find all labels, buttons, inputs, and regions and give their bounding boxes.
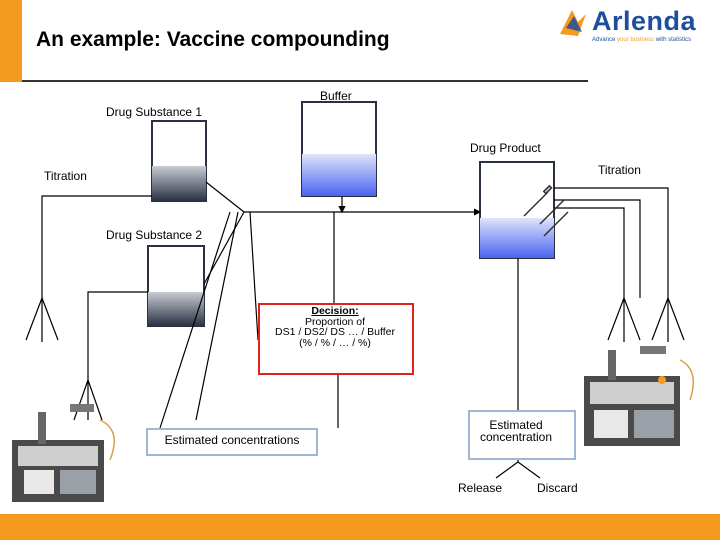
logo-wordmark: Arlenda: [592, 6, 697, 36]
syringe-icons: [523, 184, 569, 237]
slide-title: An example: Vaccine compounding: [36, 28, 390, 51]
estimated-concentrations-box: [146, 428, 318, 456]
accent-bar-left: [0, 0, 22, 82]
decision-line-1: Proportion of: [304, 315, 366, 328]
decision-line-2: DS1 / DS2/ DS … / Buffer: [274, 326, 396, 338]
title-divider: [22, 80, 588, 82]
label-titration-right: Titration: [598, 163, 641, 177]
lab-robot-left: [12, 404, 115, 502]
label-drug-substance-2: Drug Substance 2: [106, 228, 203, 242]
container-drug-substance-2: [147, 245, 205, 327]
decision-text: Decision: Proportion of DS1 / DS2/ DS … …: [258, 306, 412, 348]
label-discard: Discard: [537, 481, 578, 495]
label-drug-substance-1: Drug Substance 1: [106, 105, 203, 119]
container-drug-substance-1: [151, 120, 207, 202]
decision-box: [258, 303, 414, 375]
decision-line-3: (% / % / … / %): [299, 336, 371, 349]
logo-tagline-accent: your business: [617, 37, 655, 43]
container-drug-product: [479, 161, 555, 259]
label-buffer: Buffer: [320, 89, 352, 103]
flow-lines: [25, 181, 685, 479]
lab-robot-right: [584, 346, 695, 446]
label-estimated-concentration: Estimated concentration: [479, 418, 553, 444]
label-estimated-concentrations: Estimated concentrations: [164, 433, 300, 447]
logo-tagline-post: with statistics: [654, 37, 692, 43]
logo-tagline: Advance your business with statistics: [592, 37, 691, 43]
logo-tagline-pre: Advance: [592, 37, 618, 43]
estimated-concentration-box: [468, 410, 576, 460]
arlenda-logo-icon: [560, 10, 586, 36]
label-release: Release: [458, 481, 503, 495]
label-titration-left: Titration: [44, 169, 87, 183]
label-drug-product: Drug Product: [470, 141, 541, 155]
footer-bar: [0, 514, 720, 540]
container-buffer: [301, 101, 377, 197]
decision-heading: Decision:: [311, 305, 359, 317]
